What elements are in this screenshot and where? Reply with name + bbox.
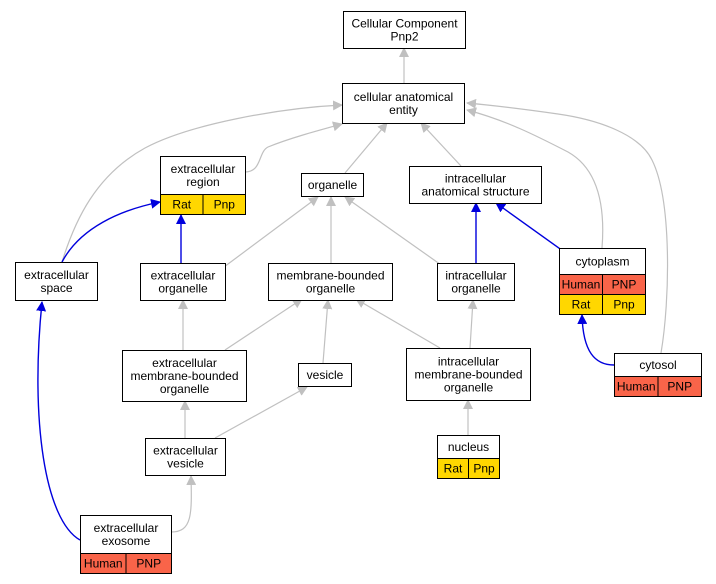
vesicle-box xyxy=(298,363,352,387)
edges-layer xyxy=(36,47,669,541)
cytoplasm-badge-rat-text: Pnp xyxy=(613,298,635,312)
extracellular-region-badge-rat-text: Rat xyxy=(172,198,191,212)
cytoplasm-badge-human-text: PNP xyxy=(612,278,637,292)
membrane-bounded-organelle-label-line: organelle xyxy=(306,282,356,296)
node-organelle[interactable]: organelle xyxy=(301,173,364,197)
intracellular-anatomical-structure-box xyxy=(409,166,542,204)
edge-cytoplasm-to-intracellular-anatomical-structure xyxy=(495,202,571,257)
extracellular-organelle-label-line: extracellular xyxy=(151,269,216,283)
extracellular-space-box xyxy=(15,262,98,301)
organelle-label-line: organelle xyxy=(308,178,358,192)
extracellular-vesicle-label-line: vesicle xyxy=(167,457,204,471)
edge-cytosol-to-cytoplasm xyxy=(577,314,615,366)
edge-extracellular-exosome-to-extracellular-vesicle xyxy=(170,475,197,533)
extracellular-vesicle-label-line: extracellular xyxy=(153,444,218,458)
organelle-box xyxy=(301,173,364,197)
nucleus-badge-rat-cell xyxy=(468,458,500,479)
extracellular-exosome-badge-human-text: Human xyxy=(84,557,123,571)
cytosol-label-line: cytosol xyxy=(639,358,676,372)
edge-intracellular-anatomical-structure-to-cellular-anatomical-entity xyxy=(420,122,462,167)
cytosol-badge-human-cell xyxy=(657,376,702,397)
edge-extracellular-region-to-cellular-anatomical-entity xyxy=(244,121,343,173)
nucleus-badge-rat-text: Pnp xyxy=(473,462,495,476)
edge-cytosol-to-cellular-anatomical-entity xyxy=(466,98,669,354)
cytoplasm-badge-human-text: Human xyxy=(562,278,601,292)
edge-extracellular-membrane-bounded-organelle-to-membrane-bounded-organelle xyxy=(224,298,303,351)
intracellular-anatomical-structure-label-line: intracellular xyxy=(445,172,506,186)
cellular-anatomical-entity-label-line: cellular anatomical xyxy=(354,90,453,104)
cc-pnp2-box xyxy=(343,11,466,49)
extracellular-space-label-line: space xyxy=(40,281,72,295)
extracellular-membrane-bounded-organelle-label-line: membrane-bounded xyxy=(130,369,238,383)
edge-cytoplasm-to-cellular-anatomical-entity xyxy=(466,107,604,249)
edge-intracellular-membrane-bounded-organelle-to-intracellular-organelle xyxy=(467,299,478,349)
intracellular-organelle-box xyxy=(437,263,515,301)
cc-pnp2-label-line: Cellular Component xyxy=(351,17,458,31)
intracellular-membrane-bounded-organelle-box xyxy=(406,348,531,401)
extracellular-exosome-badge-human-cell xyxy=(125,553,172,574)
extracellular-exosome-label-line: exosome xyxy=(102,534,151,548)
edge-vesicle-to-membrane-bounded-organelle xyxy=(322,299,333,364)
extracellular-region-label-line: region xyxy=(186,175,219,189)
membrane-bounded-organelle-label-line: membrane-bounded xyxy=(276,269,384,283)
vesicle-label-line: vesicle xyxy=(307,368,344,382)
extracellular-membrane-bounded-organelle-label-line: organelle xyxy=(160,382,210,396)
extracellular-region-label-line: extracellular xyxy=(171,162,236,176)
edge-extracellular-exosome-to-extracellular-space xyxy=(36,301,81,541)
cellular-anatomical-entity-label-line: entity xyxy=(389,103,418,117)
intracellular-membrane-bounded-organelle-label-line: intracellular xyxy=(438,355,499,369)
intracellular-organelle-label-line: intracellular xyxy=(445,269,506,283)
cellular-anatomical-entity-box xyxy=(342,83,465,124)
extracellular-membrane-bounded-organelle-label-line: extracellular xyxy=(152,356,217,370)
nucleus-label-line: nucleus xyxy=(448,440,489,454)
intracellular-membrane-bounded-organelle-label-line: organelle xyxy=(444,381,494,395)
extracellular-organelle-box xyxy=(140,263,226,301)
intracellular-organelle-label-line: organelle xyxy=(451,282,501,296)
extracellular-region-badge-rat-text: Pnp xyxy=(214,198,236,212)
cytoplasm-badge-rat-cell xyxy=(602,294,646,315)
node-vesicle[interactable]: vesicle xyxy=(298,363,352,387)
intracellular-membrane-bounded-organelle-label-line: membrane-bounded xyxy=(414,368,522,382)
cc-pnp2-label-line: Pnp2 xyxy=(390,30,418,44)
edge-intracellular-membrane-bounded-organelle-to-membrane-bounded-organelle xyxy=(355,298,441,349)
extracellular-exosome-badge-human-text: PNP xyxy=(136,557,161,571)
edge-extracellular-space-to-cellular-anatomical-entity xyxy=(61,100,343,263)
edge-extracellular-space-to-extracellular-region xyxy=(61,198,161,263)
extracellular-organelle-label-line: organelle xyxy=(158,282,208,296)
membrane-bounded-organelle-box xyxy=(268,263,393,301)
cytosol-badge-human-text: Human xyxy=(617,380,656,394)
extracellular-vesicle-box xyxy=(145,438,226,476)
extracellular-exosome-label-line: extracellular xyxy=(94,521,159,535)
extracellular-region-badge-rat-cell xyxy=(202,194,246,215)
cytoplasm-label-line: cytoplasm xyxy=(575,255,629,269)
nucleus-badge-rat-text: Rat xyxy=(444,462,463,476)
edge-extracellular-vesicle-to-vesicle xyxy=(214,386,308,439)
intracellular-anatomical-structure-label-line: anatomical structure xyxy=(421,185,529,199)
edge-intracellular-organelle-to-organelle xyxy=(344,196,445,268)
cytosol-badge-human-text: PNP xyxy=(667,380,692,394)
edge-extracellular-organelle-to-organelle xyxy=(223,196,319,268)
extracellular-membrane-bounded-organelle-box xyxy=(122,350,247,402)
edge-organelle-to-cellular-anatomical-entity xyxy=(344,122,388,174)
cytoplasm-badge-rat-text: Rat xyxy=(572,298,591,312)
extracellular-space-label-line: extracellular xyxy=(24,268,89,282)
